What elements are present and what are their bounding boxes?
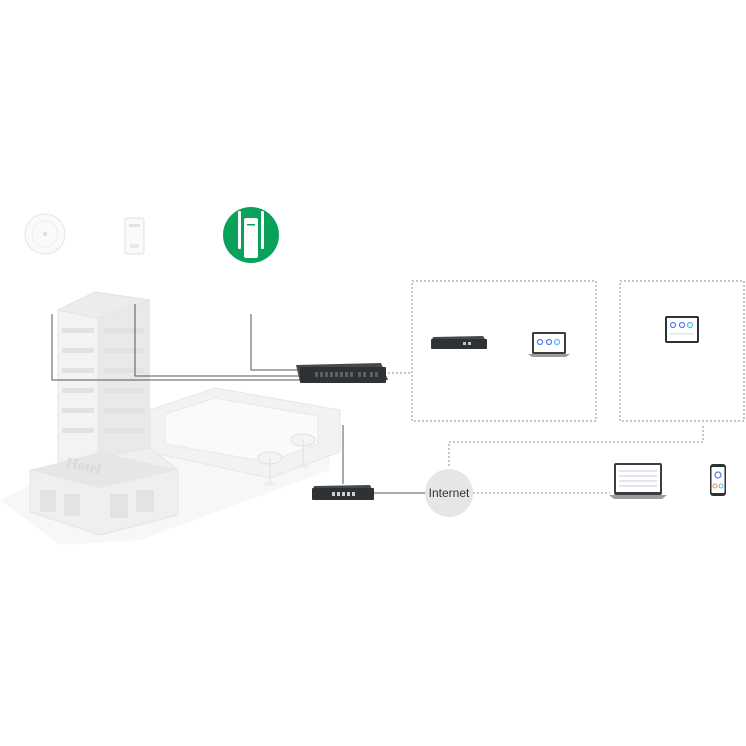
cloud-tablet-icon [665, 316, 699, 343]
wired-links [51, 304, 426, 494]
hotel-sign: Hotel [65, 455, 103, 478]
link-outdoor-ap-to-switch [250, 314, 300, 371]
pool-water [164, 397, 319, 463]
remote-laptop-icon [609, 463, 667, 499]
router-icon [312, 485, 374, 500]
poe-switch-icon [296, 363, 388, 383]
smartphone-icon [710, 464, 726, 496]
pool-umbrella [290, 433, 316, 468]
outdoor-access-point-icon [223, 207, 279, 263]
pool-umbrella [257, 451, 283, 486]
local-controller-group [411, 280, 597, 422]
dotted-links [388, 280, 745, 494]
link-internet-to-cloud [448, 424, 704, 466]
hotel-illustration: Hotel [0, 291, 341, 545]
ceiling-access-point-icon [24, 213, 66, 255]
internet-node: Internet [425, 469, 473, 517]
link-wall-ap-to-switch [134, 304, 300, 377]
link-ceiling-ap-to-switch [51, 314, 300, 381]
wall-plate-access-point-icon [124, 217, 145, 255]
laptop-icon [528, 332, 570, 357]
cloud-controller-group [619, 280, 745, 422]
internet-label: Internet [429, 486, 470, 500]
hardware-controller-icon [431, 336, 487, 349]
